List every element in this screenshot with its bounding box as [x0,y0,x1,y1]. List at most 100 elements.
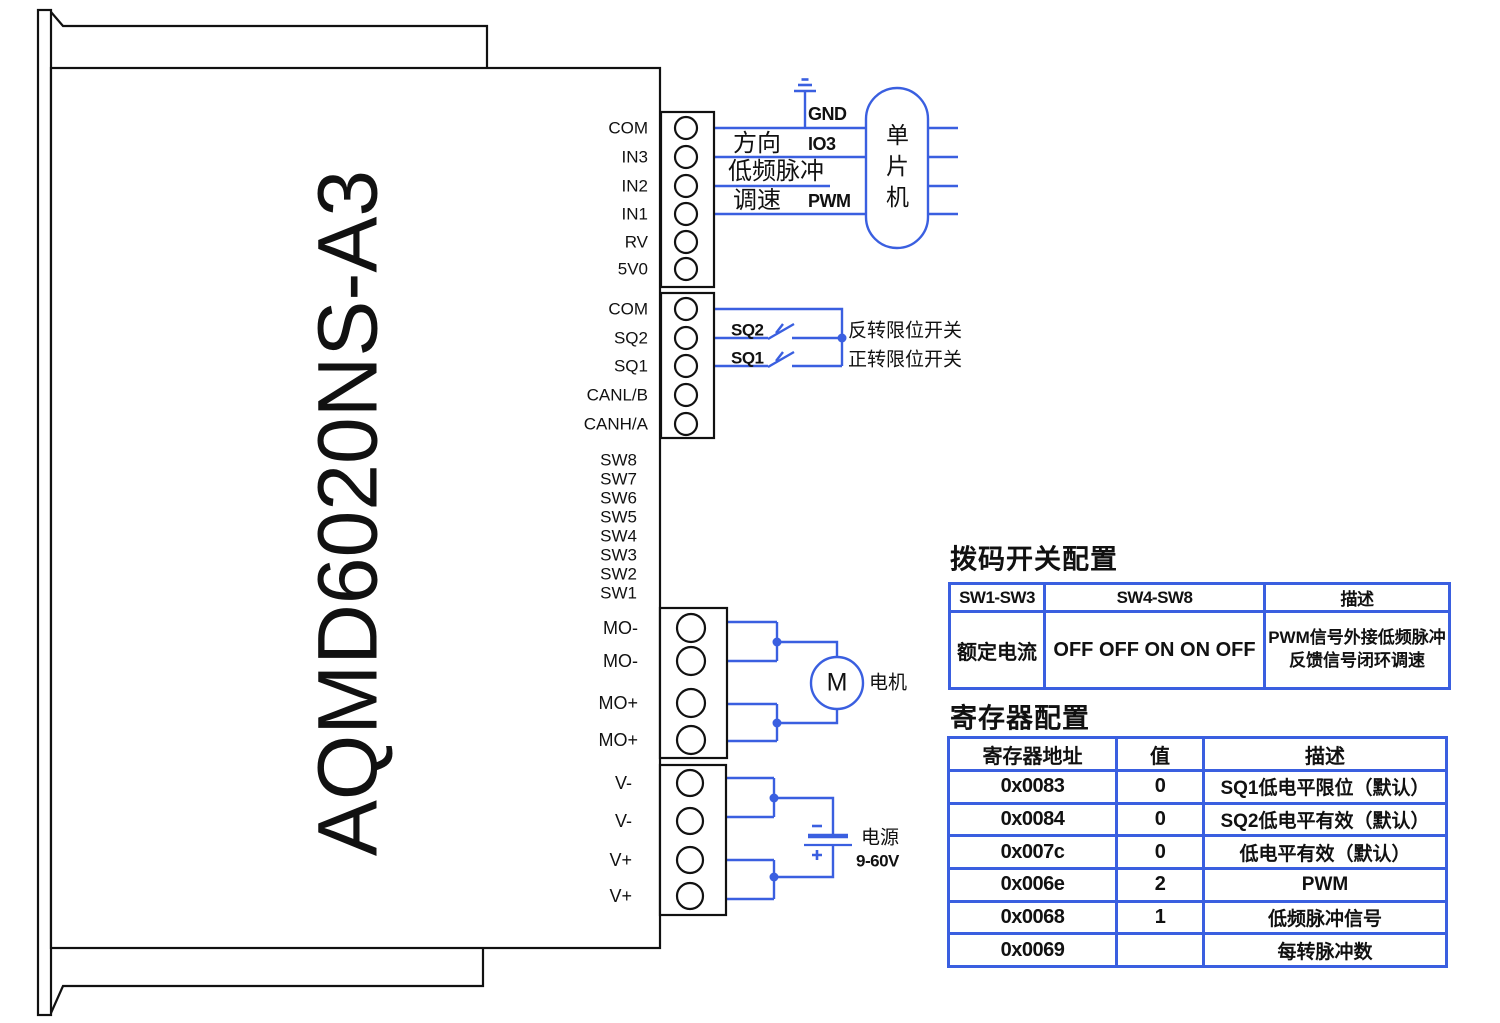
pin-label-sw5: SW5 [600,507,637,527]
pin-label-sq2: SQ2 [613,328,648,348]
sq2-switch-label: SQ2 [731,320,764,340]
reg-address: 0x0084 [947,801,1118,838]
dip-header-sw4-sw8: SW4-SW8 [1043,582,1266,613]
reg-desc: PWM [1202,867,1448,903]
wire-battery-bottom [774,845,835,879]
reg-value: 0 [1115,769,1205,805]
reg-table-row-4: 0x006e 2 PWM [947,867,1448,903]
pin-label-v-plus-1: V+ [609,850,632,870]
dip-table-title: 拨码开关配置 [950,544,1118,575]
reg-table-row-6: 0x0069 每转脉冲数 [947,932,1448,969]
forward-limit-switch-label: 正转限位开关 [848,349,963,371]
reg-value: 1 [1115,899,1205,936]
gnd-label: GND [808,104,847,124]
ground-icon [794,78,816,93]
pin-label-v-minus-1: V- [614,773,632,793]
terminal-blocks [658,110,729,917]
pin-label-5v0: 5V0 [617,259,648,279]
reg-table-row-1: 0x0083 0 SQ1低电平限位（默认） [947,769,1448,805]
pin-label-sw7: SW7 [600,469,637,489]
pin-label-canlb: CANL/B [586,385,648,405]
pin-label-in3: IN3 [621,147,648,167]
pin-label-rv: RV [624,232,648,252]
pin-label-sw4: SW4 [600,526,637,546]
dip-header-desc: 描述 [1263,582,1451,613]
junction-dots [769,333,847,882]
reg-desc: 低频脉冲信号 [1202,899,1448,936]
pin-label-sw1: SW1 [600,583,637,603]
device-mounting-bar [36,8,53,1017]
reg-address: 0x0069 [947,932,1118,969]
terminal-holes-power [675,768,705,911]
pin-label-mo-minus-2: MO- [603,651,638,671]
register-table: 寄存器地址 值 描述 0x0083 0 SQ1低电平限位（默认） 0x0084 … [947,736,1448,969]
reg-table-row-2: 0x0084 0 SQ2低电平有效（默认） [947,801,1448,838]
power-supply-label: 电源 [861,827,900,849]
reg-desc: 每转脉冲数 [1202,932,1448,969]
reg-address: 0x007c [947,834,1118,871]
limit-switch-sq2-icon [767,322,795,341]
pin-label-mo-minus-1: MO- [603,618,638,638]
motor-symbol: M [826,668,848,697]
terminal-block-signal [659,110,716,289]
low-freq-pulse-label: 低频脉冲 [728,158,824,185]
pin-label-v-plus-2: V+ [609,886,632,906]
reg-address: 0x006e [947,867,1118,903]
reg-value: 0 [1115,834,1205,871]
pin-label-sw6: SW6 [600,488,637,508]
dip-table-row: 额定电流 OFF OFF ON ON OFF PWM信号外接低频脉冲反馈信号闭环… [948,610,1451,690]
power-voltage-label: 9-60V [856,851,899,871]
reg-header-desc: 描述 [1202,736,1448,772]
pin-label-com: COM [608,118,648,138]
limit-switch-sq1-icon [767,350,795,369]
device-outline [36,8,662,1017]
dip-table-header-row: SW1-SW3 SW4-SW8 描述 [948,582,1451,613]
reverse-limit-switch-label: 反转限位开关 [848,320,963,342]
speed-label: 调速 [733,187,781,214]
pin-label-mo-plus-1: MO+ [598,693,638,713]
device-top-flange [50,11,489,68]
plus-sign [812,850,822,860]
wire-motor-bottom [777,710,839,725]
motor-circle [809,655,865,711]
dip-cell-switch-states: OFF OFF ON ON OFF [1043,610,1266,690]
wire-motor-top [777,640,839,656]
pin-label-mo-plus-2: MO+ [598,730,638,750]
dip-switch-table: SW1-SW3 SW4-SW8 描述 额定电流 OFF OFF ON ON OF… [948,582,1451,690]
device-bottom-flange [49,948,485,1014]
dip-cell-rated-current: 额定电流 [948,610,1046,690]
dip-header-sw1-sw3: SW1-SW3 [948,582,1046,613]
pwm-label: PWM [808,191,851,211]
pin-label-canha: CANH/A [583,414,648,434]
reg-address: 0x0083 [947,769,1118,805]
io3-label: IO3 [808,134,836,154]
wire-battery-top [774,796,835,836]
sq1-switch-label: SQ1 [731,348,764,368]
reg-table-row-3: 0x007c 0 低电平有效（默认） [947,834,1448,871]
dip-cell-desc: PWM信号外接低频脉冲反馈信号闭环调速 [1263,610,1451,690]
reg-table-row-5: 0x0068 1 低频脉冲信号 [947,899,1448,936]
motor-label: 电机 [869,672,908,694]
device-body [49,66,662,950]
pin-label-sw8: SW8 [600,450,637,470]
terminal-holes-motor [675,612,707,756]
wire-com-bus [714,307,844,366]
wires [714,78,958,901]
reg-value: 2 [1115,867,1205,903]
mcu-label: 单片机 [886,122,909,210]
device-model: AQMD6020NS-A3 [300,169,395,857]
pin-label-sw3: SW3 [600,545,637,565]
pin-label-in2: IN2 [621,176,648,196]
reg-header-value: 值 [1115,736,1205,772]
terminal-holes-control [673,296,699,437]
pin-label-sq1: SQ1 [613,356,648,376]
reg-desc: SQ2低电平有效（默认） [1202,801,1448,838]
reg-desc: 低电平有效（默认） [1202,834,1448,871]
reg-desc: SQ1低电平限位（默认） [1202,769,1448,805]
battery-icon [804,824,852,860]
pin-label-in1: IN1 [621,204,648,224]
reg-table-title: 寄存器配置 [950,703,1090,734]
reg-table-header-row: 寄存器地址 值 描述 [947,736,1448,772]
reg-address: 0x0068 [947,899,1118,936]
